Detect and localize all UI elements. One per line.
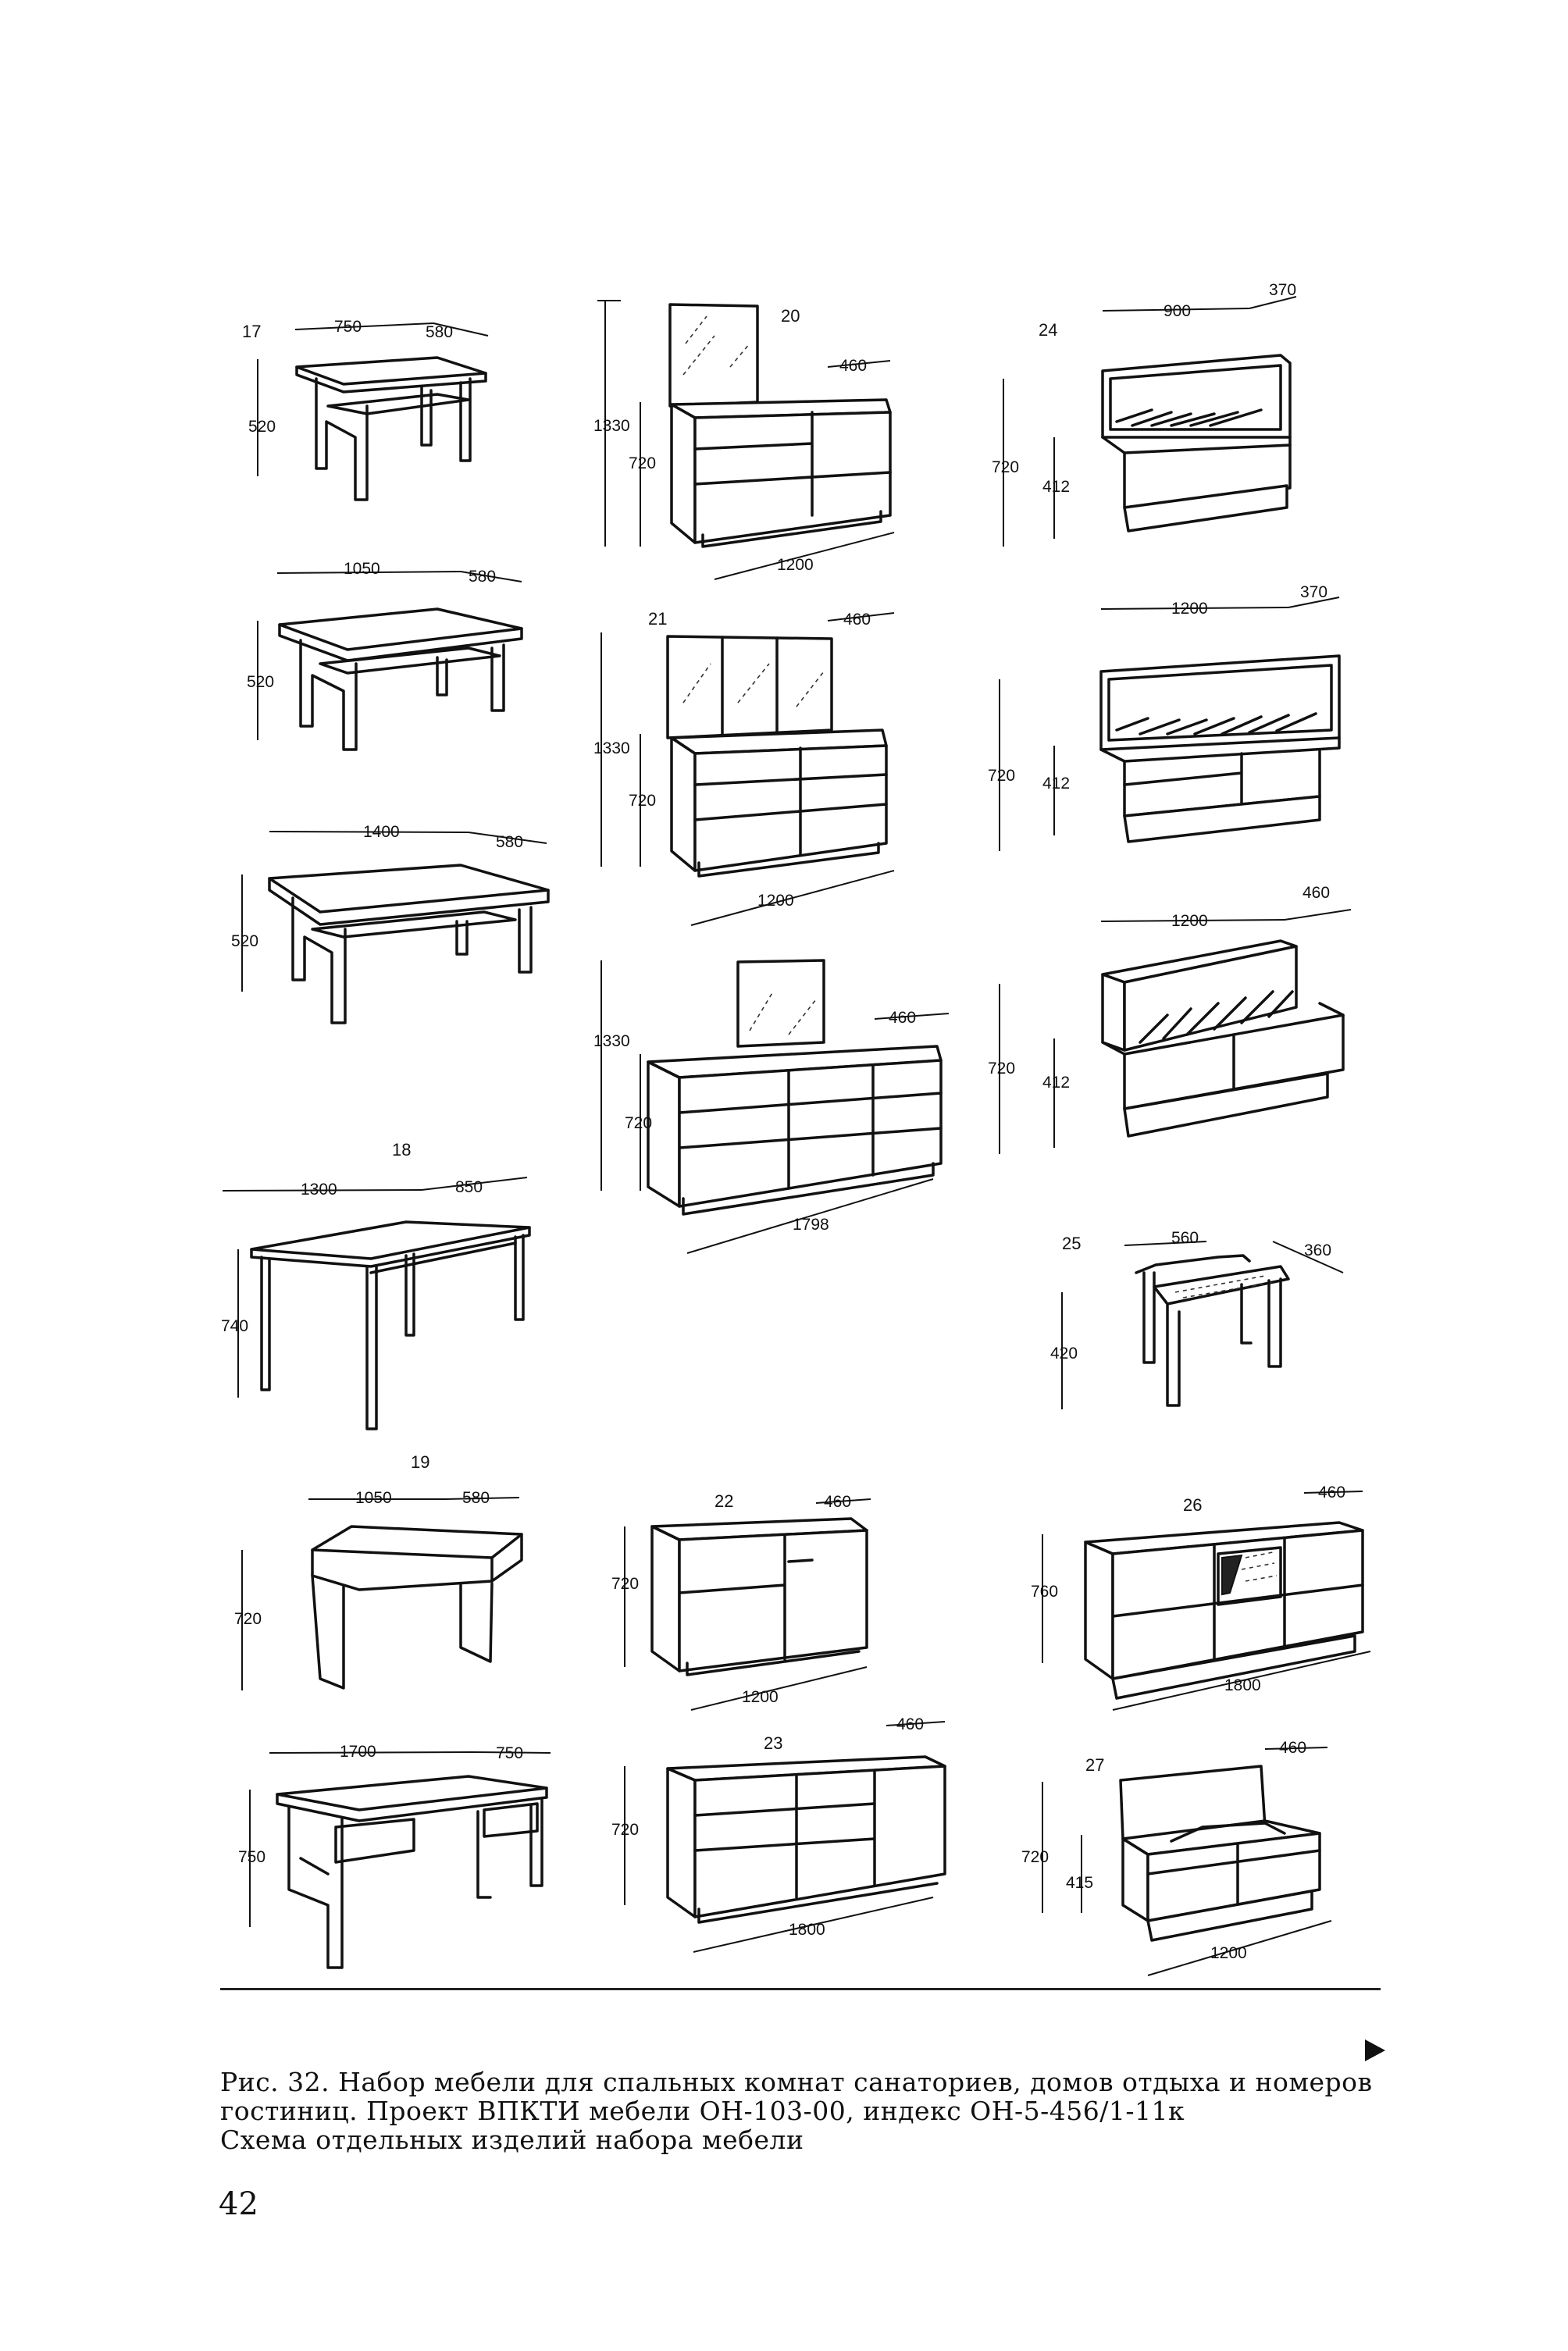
item-25-stool: 25 560 360 420 xyxy=(1050,1229,1344,1409)
item-table-1050: 1050 580 520 xyxy=(247,560,523,751)
dimension-label: 720 xyxy=(234,1610,262,1628)
dimension-label: 360 xyxy=(1304,1241,1331,1259)
dimension-label: 1050 xyxy=(355,1489,392,1507)
dimension-label: 1200 xyxy=(1210,1944,1247,1962)
item-number: 18 xyxy=(392,1140,411,1159)
item-bed-1200-370: 1200 370 720 412 xyxy=(988,583,1341,851)
item-number: 22 xyxy=(715,1491,733,1511)
dimension-label: 370 xyxy=(1300,583,1327,601)
item-dresser-1798: 460 1330 720 1798 xyxy=(593,959,950,1254)
dimension-label: 460 xyxy=(839,357,867,375)
item-number: 23 xyxy=(764,1733,782,1753)
dimension-label: 460 xyxy=(1303,884,1330,902)
item-27-bench: 27 460 720 415 1200 xyxy=(1021,1739,1332,1976)
item-number: 17 xyxy=(242,322,261,341)
dimension-label: 1200 xyxy=(1171,912,1208,930)
caption-divider xyxy=(220,1988,1381,1990)
dimension-label: 750 xyxy=(334,318,362,336)
dimension-label: 580 xyxy=(469,568,496,586)
dimension-label: 460 xyxy=(1279,1739,1306,1757)
dimension-label: 1800 xyxy=(789,1921,825,1939)
dimension-label: 1200 xyxy=(777,556,814,574)
dimension-label: 1300 xyxy=(301,1181,337,1199)
item-number: 27 xyxy=(1085,1755,1104,1775)
dimension-label: 720 xyxy=(1021,1848,1049,1866)
dimension-label: 412 xyxy=(1042,478,1070,496)
item-bed-1200-460: 1200 460 720 412 xyxy=(988,884,1352,1154)
dimension-label: 720 xyxy=(988,767,1015,785)
dimension-label: 1330 xyxy=(593,739,630,757)
dimension-label: 1050 xyxy=(344,560,380,578)
dimension-label: 1330 xyxy=(593,417,630,435)
item-24-bed: 24 900 370 720 412 xyxy=(992,281,1297,547)
dimension-label: 1330 xyxy=(593,1032,630,1050)
dimension-label: 412 xyxy=(1042,1074,1070,1092)
dimension-label: 460 xyxy=(896,1715,924,1733)
dimension-label: 460 xyxy=(889,1009,916,1027)
item-number: 19 xyxy=(411,1452,429,1472)
dimension-label: 520 xyxy=(248,418,276,436)
dimension-label: 720 xyxy=(629,792,656,810)
dimension-label: 520 xyxy=(231,932,258,950)
dimension-label: 460 xyxy=(843,611,871,629)
item-number: 20 xyxy=(781,306,800,326)
item-17-small-table: 17 750 580 520 xyxy=(242,318,489,501)
item-number: 26 xyxy=(1183,1495,1202,1515)
dimension-label: 750 xyxy=(238,1848,265,1866)
dimension-label: 760 xyxy=(1031,1583,1058,1601)
dimension-label: 750 xyxy=(496,1744,523,1762)
dimension-label: 580 xyxy=(426,323,453,341)
caption-line: Схема отдельных изделий набора мебели xyxy=(220,2125,804,2155)
item-number: 25 xyxy=(1062,1234,1081,1253)
dimension-label: 412 xyxy=(1042,775,1070,793)
dimension-label: 1798 xyxy=(793,1216,829,1234)
dimension-label: 900 xyxy=(1164,302,1191,320)
item-number: 21 xyxy=(648,609,667,629)
dimension-label: 1200 xyxy=(757,892,794,910)
dimension-label: 1800 xyxy=(1224,1676,1261,1694)
furniture-figure: 17 750 580 520 1050 580 520 1400 580 520 xyxy=(221,281,1371,1976)
dimension-label: 580 xyxy=(496,833,523,851)
item-19-writing-desk: 19 1050 580 720 xyxy=(234,1452,523,1690)
dimension-label: 460 xyxy=(824,1493,851,1511)
item-number: 24 xyxy=(1039,320,1057,340)
dimension-label: 1200 xyxy=(1171,600,1208,618)
dimension-label: 420 xyxy=(1050,1345,1078,1363)
arrow-icon xyxy=(1365,2039,1385,2061)
dimension-label: 580 xyxy=(462,1489,490,1507)
dimension-label: 1200 xyxy=(742,1688,779,1706)
figure-caption: Рис. 32. Набор мебели для спальных комна… xyxy=(220,2068,1392,2154)
item-23-cabinet: 23 460 720 1800 xyxy=(611,1715,946,1953)
dimension-label: 740 xyxy=(221,1317,248,1335)
caption-line: гостиниц. Проект ВПКТИ мебели ОН-103-00,… xyxy=(220,2096,1185,2126)
dimension-label: 720 xyxy=(988,1060,1015,1078)
item-18-desk: 18 1300 850 740 xyxy=(221,1140,531,1430)
dimension-label: 1700 xyxy=(340,1743,376,1761)
dimension-label: 720 xyxy=(629,454,656,472)
item-21-dresser: 21 460 1330 720 1200 xyxy=(593,609,895,926)
dimension-label: 370 xyxy=(1269,281,1296,299)
dimension-label: 720 xyxy=(611,1821,639,1839)
dimension-label: 1400 xyxy=(363,823,400,841)
dimension-label: 415 xyxy=(1066,1874,1093,1892)
dimension-label: 560 xyxy=(1171,1229,1199,1247)
item-22-cabinet: 22 460 720 1200 xyxy=(611,1491,871,1711)
dimension-label: 720 xyxy=(611,1575,639,1593)
dimension-label: 850 xyxy=(455,1178,483,1196)
caption-line: Рис. 32. Набор мебели для спальных комна… xyxy=(220,2067,1373,2097)
item-desk-1700: 1700 750 750 xyxy=(238,1743,551,1969)
item-26-sideboard: 26 460 760 1800 xyxy=(1031,1484,1371,1711)
dimension-label: 460 xyxy=(1318,1484,1345,1501)
item-table-1400: 1400 580 520 xyxy=(231,823,550,1024)
dimension-label: 720 xyxy=(992,458,1019,476)
page-number: 42 xyxy=(219,2186,258,2222)
dimension-label: 720 xyxy=(625,1114,652,1132)
item-20-dresser: 20 460 1330 720 1200 xyxy=(593,300,895,580)
dimension-label: 520 xyxy=(247,673,274,691)
